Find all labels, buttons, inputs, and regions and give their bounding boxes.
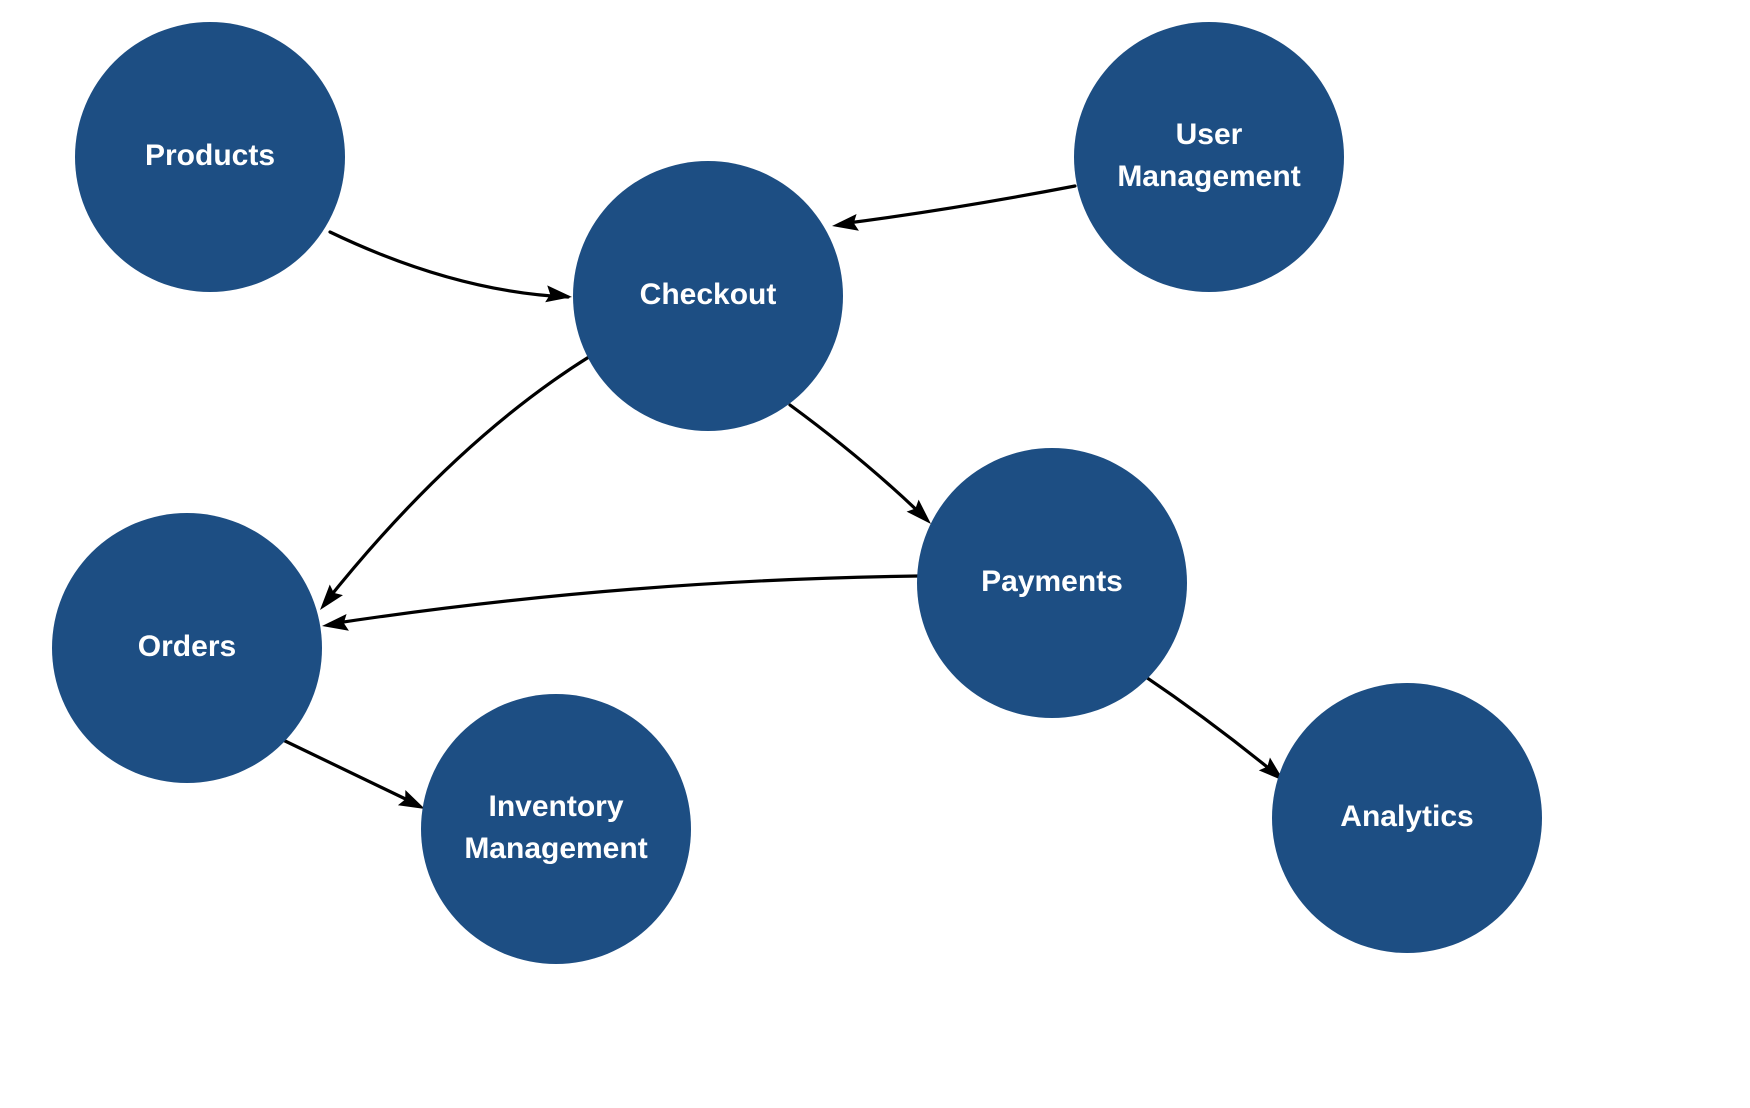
edge-line: [328, 574, 920, 626]
node-checkout[interactable]: Checkout: [573, 161, 843, 431]
edge-payments-to-orders: [322, 574, 920, 631]
node-circle-checkout[interactable]: [573, 161, 843, 431]
edges-layer: [281, 184, 1284, 809]
edge-checkout-to-orders: [320, 353, 594, 610]
edge-line: [838, 184, 1077, 226]
node-orders[interactable]: Orders: [52, 513, 322, 783]
node-circle-user-management[interactable]: [1074, 22, 1344, 292]
edge-line: [323, 353, 594, 605]
arrow-head-icon: [1258, 757, 1284, 781]
edge-payments-to-analytics: [1138, 671, 1284, 781]
node-circle-orders[interactable]: [52, 513, 322, 783]
edge-line: [788, 403, 927, 520]
edge-user-management-to-checkout: [832, 184, 1077, 231]
edge-line: [281, 738, 420, 807]
node-payments[interactable]: Payments: [917, 448, 1187, 718]
arrow-head-icon: [397, 789, 425, 809]
arrow-head-icon: [545, 285, 572, 303]
edge-line: [1138, 671, 1279, 777]
edge-orders-to-inventory-management: [281, 738, 425, 809]
edge-line: [328, 230, 570, 299]
node-products[interactable]: Products: [75, 22, 345, 292]
node-circle-analytics[interactable]: [1272, 683, 1542, 953]
edge-products-to-checkout: [328, 230, 572, 303]
edge-checkout-to-payments: [788, 403, 931, 524]
node-circle-products[interactable]: [75, 22, 345, 292]
arrow-head-icon: [322, 613, 349, 631]
arrow-head-icon: [320, 584, 343, 610]
node-analytics[interactable]: Analytics: [1272, 683, 1542, 953]
arrow-head-icon: [832, 213, 859, 231]
node-circle-inventory-management[interactable]: [421, 694, 691, 964]
arrow-head-icon: [906, 499, 931, 524]
node-circle-payments[interactable]: [917, 448, 1187, 718]
